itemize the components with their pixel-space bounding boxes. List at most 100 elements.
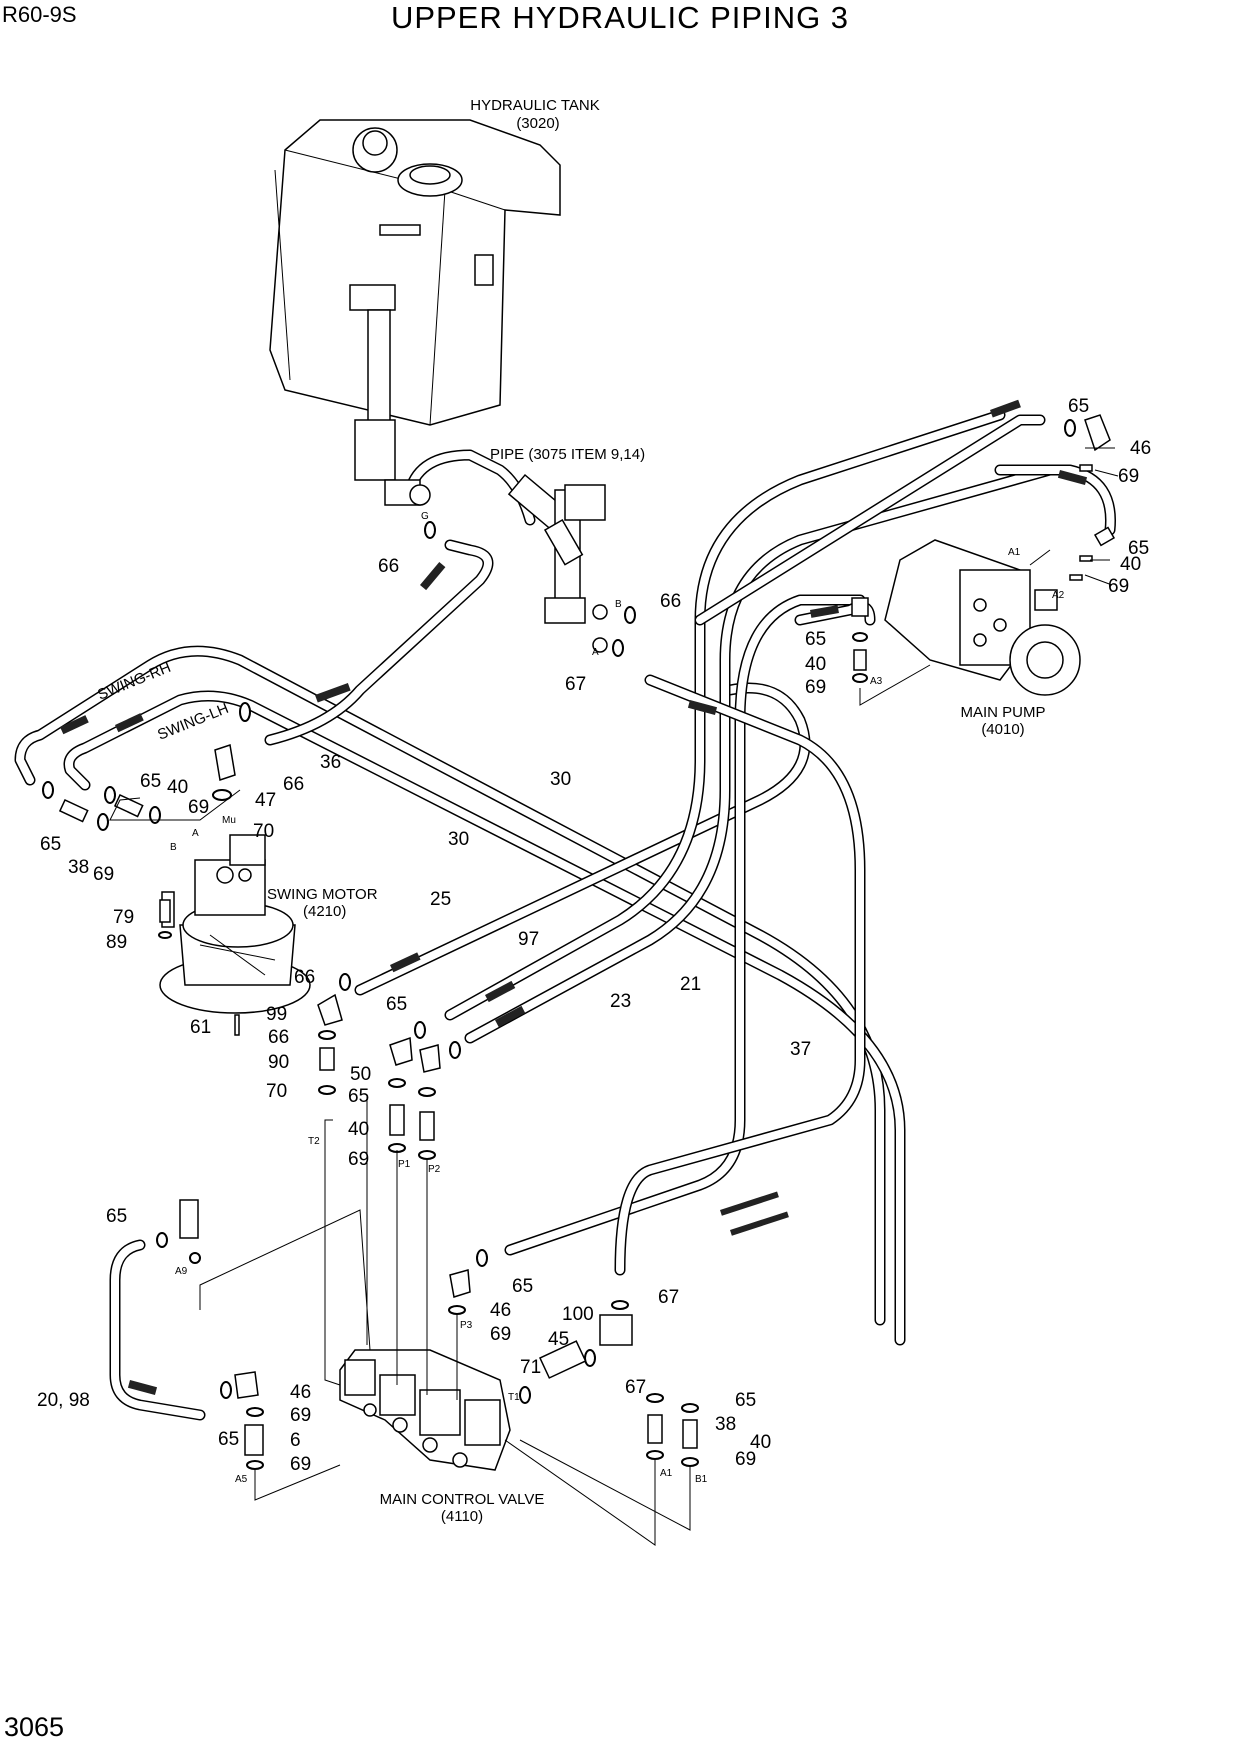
port-labels: G B A A1 A2 A3 Mu A B T2 P1 P2 P3 T1 A9 … [170,511,1065,1485]
port-a5: A5 [235,1474,248,1485]
callout-70: 70 [266,1081,287,1102]
callout-40: 40 [805,654,826,675]
callout-40: 40 [750,1432,771,1453]
callout-65: 65 [805,629,826,650]
callout-66: 66 [294,967,315,988]
callout-30: 30 [448,829,469,850]
hose-20-98 [109,1239,206,1421]
callout-6: 6 [290,1430,301,1451]
callout-100: 100 [562,1304,594,1325]
callout-30: 30 [550,769,571,790]
callout-67: 67 [565,674,586,695]
callout-37: 37 [790,1039,811,1060]
pipe-ref-label: PIPE (3075 ITEM 9,14) [490,446,645,463]
port-a3: A3 [870,676,883,687]
callout-97: 97 [518,929,539,950]
callout-46: 46 [290,1382,311,1403]
port-motor-b: B [170,842,177,853]
callout-79: 79 [113,907,134,928]
callout-65: 65 [218,1429,239,1450]
callout-46: 46 [490,1300,511,1321]
hose-swing-rh [14,645,886,1326]
callout-70: 70 [253,821,274,842]
valve-name: MAIN CONTROL VALVE [380,1491,545,1508]
callout-69: 69 [1118,466,1139,487]
callout-71: 71 [520,1357,541,1378]
callout-36: 36 [320,752,341,773]
port-t1: T1 [508,1392,520,1403]
callout-65: 65 [1128,538,1149,559]
callout-67: 67 [658,1287,679,1308]
port-p2: P2 [428,1164,441,1175]
port-p1: P1 [398,1159,411,1170]
callout-40: 40 [167,777,188,798]
callout-40: 40 [348,1119,369,1140]
callout-65: 65 [735,1390,756,1411]
callout-66: 66 [378,556,399,577]
callout-69: 69 [805,677,826,698]
model-code: R60-9S [2,2,77,27]
callout-50: 50 [350,1064,371,1085]
callout-69: 69 [490,1324,511,1345]
leader-lines [109,447,1119,1546]
callout-21: 21 [680,974,701,995]
callout-40: 40 [1120,554,1141,575]
callout-90: 90 [268,1052,289,1073]
callout-65: 65 [140,771,161,792]
callout-65: 65 [106,1206,127,1227]
main-control-valve [339,1349,511,1471]
callout-65: 65 [40,834,61,855]
port-b1: B1 [695,1474,708,1485]
port-g: G [421,511,429,522]
fittings [42,414,1116,1470]
main-pump [884,539,1081,696]
pump-code: (4010) [981,721,1024,738]
callout-69: 69 [188,797,209,818]
callout-65: 65 [348,1086,369,1107]
callout-20-98: 20, 98 [37,1390,90,1411]
port-a2: A2 [1052,590,1065,601]
hose-group [14,409,1116,1421]
callout-23: 23 [610,991,631,1012]
port-p3: P3 [460,1320,473,1331]
callout-69: 69 [348,1149,369,1170]
callout-67: 67 [625,1377,646,1398]
callout-89: 89 [106,932,127,953]
callout-69: 69 [290,1405,311,1426]
port-t2: T2 [308,1136,320,1147]
valve-code: (4110) [441,1508,483,1525]
tank-name: HYDRAULIC TANK [470,97,599,114]
port-mu: Mu [222,815,236,826]
callout-69: 69 [1108,576,1129,597]
callout-66: 66 [283,774,304,795]
page-number: 3065 [4,1712,65,1742]
motor-name: SWING MOTOR [267,886,378,903]
port-a9: A9 [175,1266,188,1277]
swing-rh-label: SWING-RH [95,659,173,704]
port-a1-pump: A1 [1008,547,1021,558]
callout-99: 99 [266,1004,287,1025]
port-a1-valve: A1 [660,1468,673,1479]
callout-65: 65 [386,994,407,1015]
callout-38: 38 [715,1414,736,1435]
callout-69: 69 [290,1454,311,1475]
port-b: B [615,599,622,610]
hydraulic-tank [269,119,561,506]
tank-code: (3020) [516,115,559,132]
port-a: A [592,647,599,658]
hose-sleeves [59,399,1088,1395]
callout-38: 38 [68,857,89,878]
callout-65: 65 [1068,396,1089,417]
pump-name: MAIN PUMP [960,704,1045,721]
swing-motor [159,834,311,1014]
port-motor-a: A [192,828,199,839]
callout-25: 25 [430,889,451,910]
callout-61: 61 [190,1017,211,1038]
page-title: UPPER HYDRAULIC PIPING 3 [390,0,850,35]
callout-65: 65 [512,1276,533,1297]
callout-46: 46 [1130,438,1151,459]
motor-code: (4210) [303,903,346,920]
callout-45: 45 [548,1329,569,1350]
callout-66: 66 [268,1027,289,1048]
